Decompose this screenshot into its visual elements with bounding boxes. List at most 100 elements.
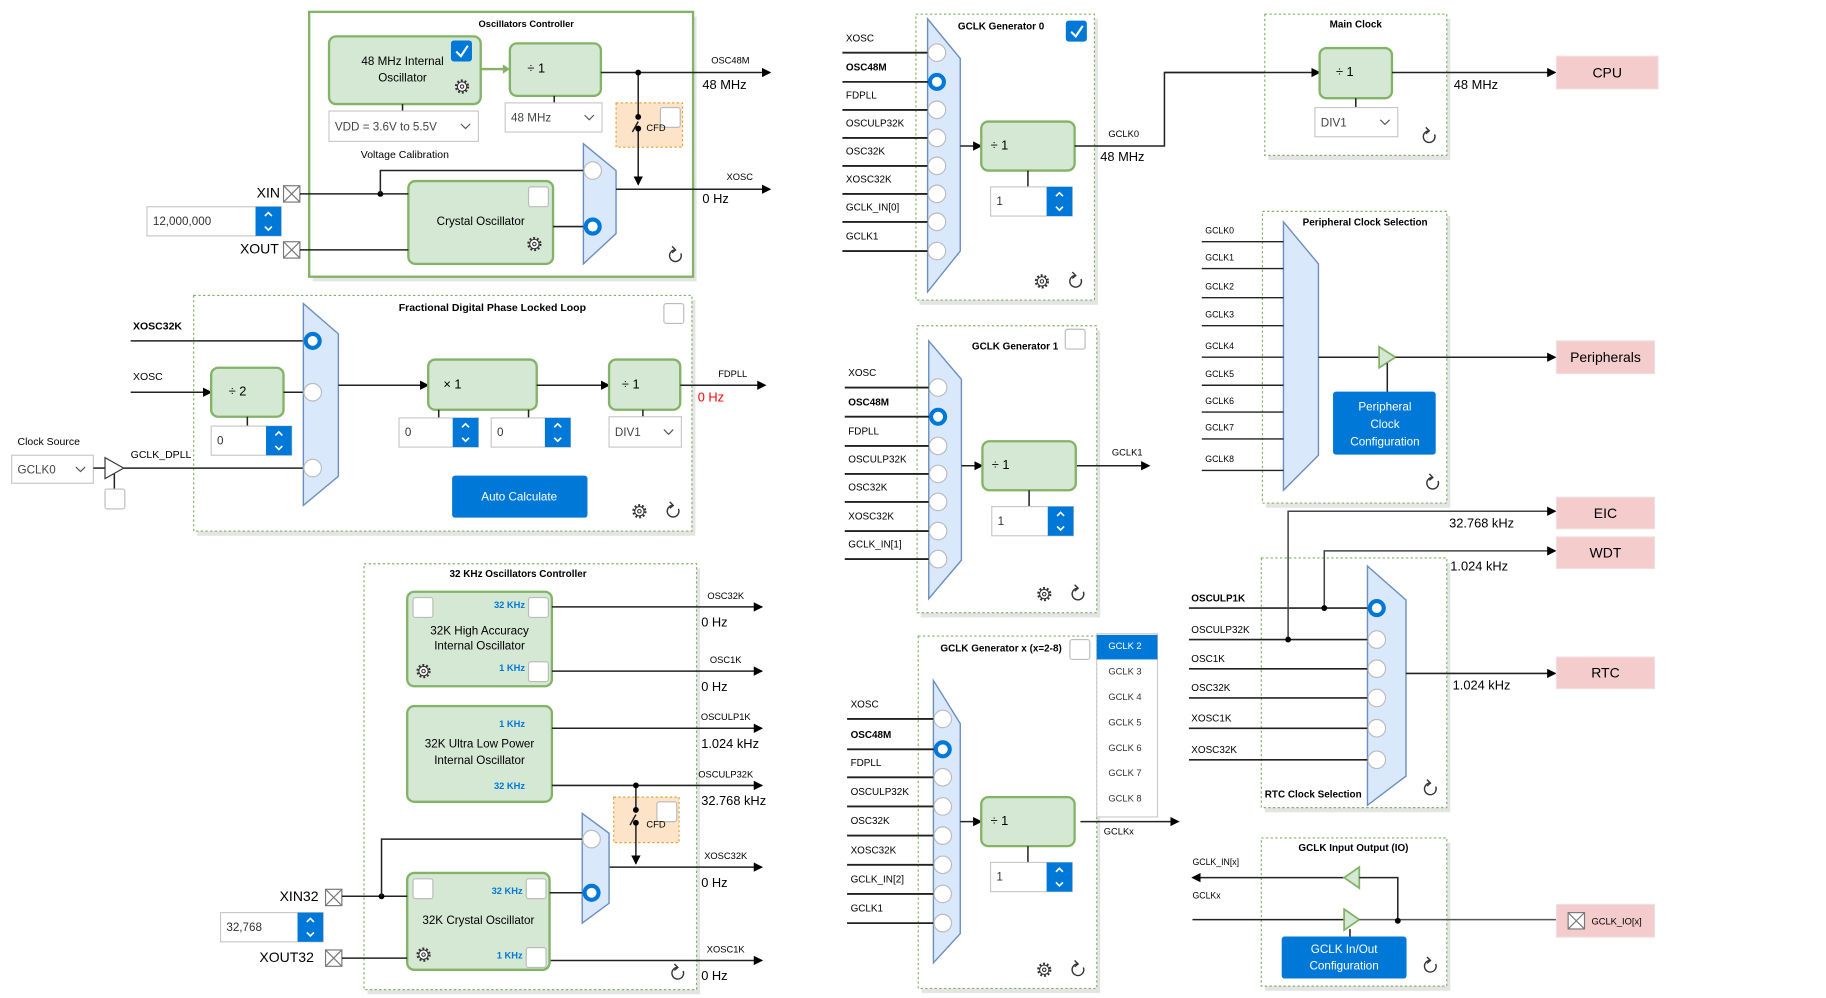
gclk-generator-0-input-osc48m[interactable]	[927, 72, 946, 91]
chevron-up-icon[interactable]	[274, 430, 283, 436]
xosc-mux-input-bypass[interactable]	[583, 161, 603, 180]
gclk-generator-x-input-osc32k[interactable]	[933, 826, 953, 845]
gear-icon[interactable]	[632, 504, 647, 519]
fdpll-mux-input-xosc32k[interactable]	[303, 331, 322, 350]
chevron-down-icon[interactable]	[1055, 206, 1064, 212]
xosc32k-1k-checkbox[interactable]	[525, 947, 547, 969]
chevron-down-icon[interactable]	[1056, 525, 1065, 532]
refresh-icon[interactable]	[671, 963, 685, 980]
gclk-generator-x-enable-checkbox[interactable]	[1069, 639, 1091, 661]
rtc-input-osc32k[interactable]	[1367, 688, 1387, 708]
gclk-generator-option[interactable]: GCLK 3	[1108, 667, 1141, 677]
auto-calculate-label[interactable]: Auto Calculate	[481, 490, 557, 503]
main-clock-divider-select-field[interactable]	[1314, 106, 1399, 138]
refresh-icon[interactable]	[1423, 779, 1437, 796]
xosc32k-frequency-input-value[interactable]: 32,768	[226, 921, 262, 934]
gclk-io-config-label-2[interactable]: Configuration	[1309, 959, 1378, 972]
xosc32k-mux-input-bypass[interactable]	[582, 829, 601, 849]
gclk-generator-1-enable-checkbox[interactable]	[1064, 328, 1086, 350]
peripheral-config-label[interactable]: Peripheral	[1358, 400, 1411, 413]
gclk-generator-option[interactable]: GCLK 8	[1108, 794, 1141, 804]
gear-icon[interactable]	[1037, 962, 1052, 977]
gclk-generator-option[interactable]: GCLK 7	[1108, 768, 1141, 778]
chevron-up-icon[interactable]	[461, 422, 470, 428]
osc48m-freq-select-value[interactable]: 48 MHz	[511, 112, 551, 125]
chevron-up-icon[interactable]	[1056, 511, 1065, 517]
postdiv-select-value[interactable]: DIV1	[615, 426, 641, 439]
chevron-down-icon[interactable]	[306, 931, 315, 938]
osc48m-freq-select-field[interactable]	[504, 102, 603, 133]
clock-source-select-field[interactable]	[11, 454, 94, 484]
gear-icon[interactable]	[527, 236, 542, 252]
rtc-input-osc1k[interactable]	[1367, 659, 1387, 679]
xosc32k-1k-checkbox-box[interactable]	[525, 947, 547, 969]
vdd-select-value[interactable]: VDD = 3.6V to 5.5V	[335, 120, 437, 133]
gear-icon[interactable]	[454, 79, 470, 94]
cfd-enable-checkbox[interactable]	[659, 106, 681, 128]
refresh-icon[interactable]	[668, 245, 682, 263]
gclk-generator-option-label[interactable]: GCLK 4	[1108, 692, 1141, 702]
chevron-up-icon[interactable]	[306, 917, 315, 923]
xosc-mux-input-crystal[interactable]	[583, 217, 602, 236]
ldr-integer-input[interactable]: 0	[398, 417, 479, 448]
xosc32k-32k-checkbox-box[interactable]	[525, 878, 547, 900]
gclk-dpll-enable-checkbox-box[interactable]	[104, 488, 126, 510]
peripheral-config-label-3[interactable]: Configuration	[1350, 435, 1419, 448]
gclk-generator-x-input-fdpll[interactable]	[933, 767, 953, 787]
gclk-generator-option-label[interactable]: GCLK 6	[1108, 743, 1141, 753]
osc32k-ha-32k-checkbox[interactable]	[527, 597, 549, 619]
peripheral-config-label-2[interactable]: Clock	[1370, 418, 1399, 431]
gclk-generator-0-input-xosc[interactable]	[927, 43, 947, 63]
gclk-generator-0-input-osc32k[interactable]	[927, 156, 947, 176]
gclk-generator-1-input-xosc32k[interactable]	[928, 521, 948, 541]
xosc32k-enable-checkbox[interactable]	[412, 878, 434, 900]
gclk-generator-1-input-xosc[interactable]	[928, 378, 948, 397]
gclk-generator-x-divider-input-value[interactable]: 1	[996, 871, 1002, 884]
spinner-buttons[interactable]	[452, 417, 479, 448]
gclk-generator-x-input-xosc[interactable]	[933, 709, 953, 729]
chevron-down-icon[interactable]	[264, 225, 273, 232]
chevron-down-icon[interactable]	[1055, 881, 1064, 887]
gclk-generator-x-input-gclkin2[interactable]	[933, 884, 953, 904]
gclk-io-config-label[interactable]: GCLK In/Out	[1311, 943, 1378, 956]
refresh-icon[interactable]	[1423, 956, 1437, 973]
spinner-buttons[interactable]	[297, 912, 324, 942]
cfd32-enable-checkbox[interactable]	[656, 801, 678, 823]
gclk-generator-0-divider-input[interactable]: 1	[990, 186, 1073, 217]
rtc-input-xosc32k[interactable]	[1367, 750, 1387, 770]
gclk-dpll-enable-checkbox[interactable]	[104, 488, 126, 510]
gear-icon[interactable]	[416, 947, 431, 962]
crystal-enable-checkbox-box[interactable]	[527, 186, 549, 208]
gclk-generator-option-label[interactable]: GCLK 5	[1108, 717, 1141, 727]
xosc32k-32k-checkbox[interactable]	[525, 878, 547, 900]
main-clock-divider-select[interactable]: DIV1	[1314, 106, 1399, 138]
prediv-input-value[interactable]: 0	[217, 434, 224, 447]
auto-calculate-button-bg[interactable]	[452, 475, 588, 518]
gclk-generator-x-input-xosc32k[interactable]	[933, 855, 953, 875]
gclk-generator-0-input-gclkin0[interactable]	[927, 212, 947, 232]
gclk-generator-0-enable-checkbox[interactable]	[1065, 20, 1087, 42]
fdpll-mux-input-gclk[interactable]	[303, 458, 323, 478]
fdpll-mux-input-xosc[interactable]	[303, 382, 323, 402]
gear-icon[interactable]	[416, 663, 431, 679]
gclk-generator-x-input-gclk1[interactable]	[933, 913, 953, 933]
cfd-enable-checkbox-box[interactable]	[659, 106, 681, 128]
vdd-select[interactable]: VDD = 3.6V to 5.5V	[328, 110, 479, 142]
fdpll-enable-checkbox[interactable]	[663, 302, 685, 324]
gclk-generator-x-input-osc48m[interactable]	[933, 740, 952, 759]
osc32k-ha-1k-checkbox[interactable]	[527, 661, 549, 683]
gear-icon[interactable]	[1037, 586, 1052, 602]
chevron-down-icon[interactable]	[274, 445, 283, 451]
osc32k-ha-enable-checkbox-box[interactable]	[412, 597, 434, 619]
chevron-up-icon[interactable]	[264, 211, 273, 217]
gclk-generator-0-input-fdpll[interactable]	[927, 100, 947, 120]
peripheral-config-button-bg[interactable]	[1333, 391, 1436, 455]
osc32k-ha-enable-checkbox[interactable]	[412, 597, 434, 619]
gclk-io-config-button-bg[interactable]	[1281, 936, 1407, 979]
gear-icon[interactable]	[1034, 274, 1050, 289]
gclk-generator-option[interactable]: GCLK 4	[1108, 692, 1141, 702]
gclk-generator-1-divider-input-value[interactable]: 1	[998, 515, 1004, 528]
gclk-generator-option-label[interactable]: GCLK 7	[1108, 768, 1141, 778]
chevron-up-icon[interactable]	[1055, 191, 1064, 197]
